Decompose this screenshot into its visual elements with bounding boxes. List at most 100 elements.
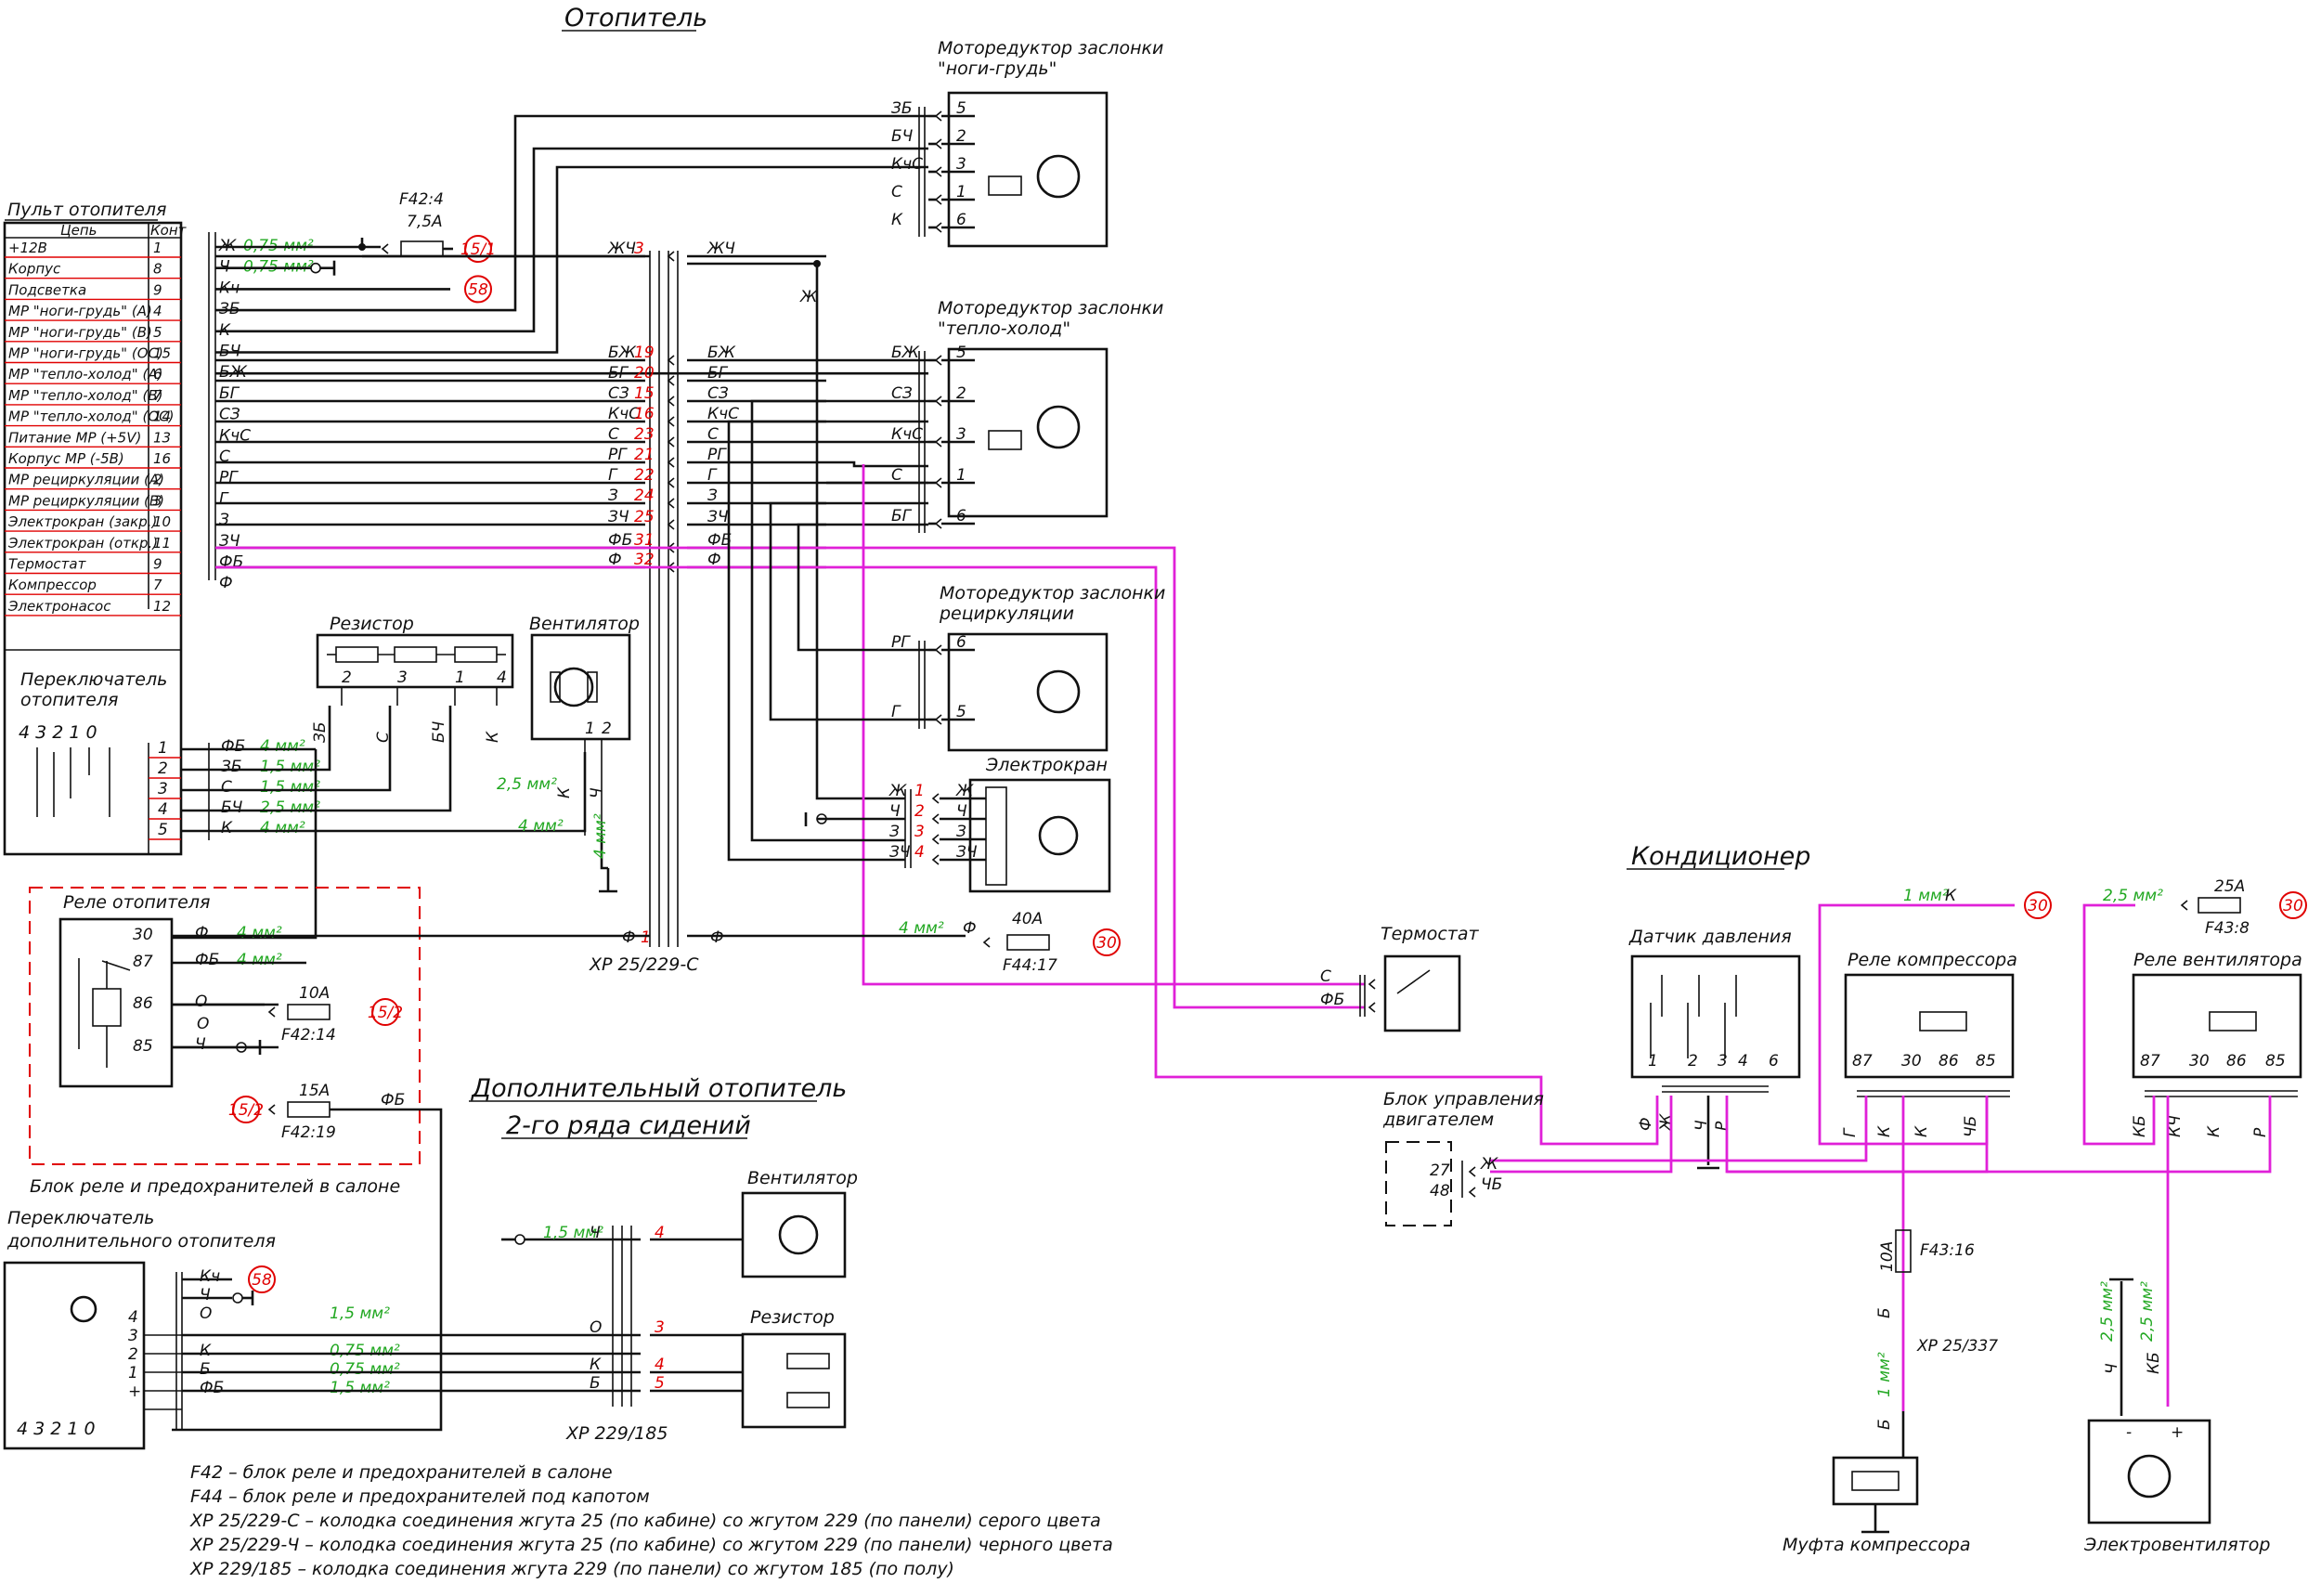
switch-wire: ЗБ [221, 758, 242, 776]
fuse-rating: 10А [1878, 1241, 1897, 1272]
connector-wire-left: ЗЧ [608, 508, 629, 526]
panel-row-contact: 9 [153, 281, 162, 298]
relay-fan-title: Реле вентилятора [2133, 950, 2302, 970]
aux-switch-wire: Кч [200, 1267, 220, 1286]
panel-row-contact: 4 [153, 303, 162, 319]
aux-wire: К [590, 1356, 602, 1374]
panel-row-circuit: Электрокран (закр.) [7, 513, 157, 530]
mr-wire: КчС [891, 425, 923, 444]
relay-comp-pin: 86 [1938, 1052, 1959, 1070]
connector-wire-left: Ф [608, 551, 622, 569]
connector-wire-left: КчС [608, 405, 640, 423]
resistor-pin: 1 [455, 668, 465, 687]
aux-switch-wire: ФБ [200, 1379, 224, 1397]
title-heater: Отопитель [564, 4, 707, 32]
relay-size: 4 мм² [237, 951, 282, 969]
connector-pin: 31 [634, 531, 655, 550]
mr-pin: 3 [956, 155, 966, 174]
panel-col-contact: Конт [150, 222, 188, 239]
aux-switch-pin: 4 [128, 1308, 138, 1327]
relay-fan-wire: КЧ [2166, 1115, 2185, 1137]
connector-pin: 19 [634, 344, 655, 362]
mr-recirc-title-1: Моторедуктор заслонки [940, 583, 1165, 603]
switch-title-2: отопителя [20, 690, 118, 710]
valve-wire-right: Ж [955, 782, 974, 800]
switch-size: 4 мм² [518, 817, 564, 836]
fuse [1006, 934, 1050, 951]
switch-pin: 3 [158, 780, 168, 798]
panel-wire-label: З [219, 511, 229, 529]
relay-compressor-title: Реле компрессора [1848, 950, 2017, 970]
fuse-name: F43:8 [2205, 919, 2250, 938]
section-label: 15/2 [228, 1101, 264, 1120]
panel-row-circuit: МР рециркуляции (А) [8, 472, 164, 488]
connector-wire-right: БГ [707, 364, 729, 383]
panel-row-circuit: МР "тепло-холод" (В) [8, 387, 162, 404]
wire-size: 1 мм² [1875, 1352, 1894, 1397]
switch-pin: 2 [158, 759, 168, 778]
valve-wire: Ж [888, 782, 907, 800]
switch-pin: 4 [158, 800, 168, 819]
connector-wire-left: БЖ [608, 344, 637, 362]
mr-wire: КчС [891, 155, 923, 174]
pressure-pin: 1 [1648, 1052, 1658, 1070]
resistor-pin: 2 [342, 668, 352, 687]
ecu-title-2: двигателем [1382, 1109, 1494, 1130]
panel-row-circuit: МР "тепло-холод" (А) [8, 366, 162, 383]
heater-relay-title: Реле отопителя [63, 892, 210, 913]
fan-wire: К [555, 786, 574, 798]
relay-fan-pin: 30 [2189, 1052, 2210, 1070]
relay-wire: ФБ [195, 951, 219, 969]
efan-terminal: - [2126, 1423, 2132, 1442]
panel-row-contact: 3 [153, 492, 162, 509]
switch-size: 4 мм² [260, 737, 305, 756]
resistor-wire: С [374, 732, 393, 743]
pressure-pin: 3 [1718, 1052, 1728, 1070]
connector-wire-left: С [608, 425, 619, 444]
connector-pin: 21 [634, 446, 655, 464]
wire-label: Б [1875, 1419, 1894, 1430]
switch-size: 4 мм² [260, 819, 305, 837]
wire-size: 2,5 мм² [497, 775, 557, 794]
connector-wire-right: Ф [707, 551, 721, 569]
connector-wire-right: Г [707, 466, 718, 485]
connector-wire-left: З [608, 487, 618, 505]
panel-wire-label: БГ [219, 384, 240, 403]
mr-pin: 5 [956, 703, 966, 721]
ecu-title-1: Блок управления [1383, 1089, 1544, 1109]
mr-wire: ЗБ [891, 99, 913, 118]
aux-fan: Вентилятор [741, 1168, 858, 1278]
pressure-wire: Ч [1692, 1120, 1711, 1131]
relay-comp-pin: 30 [1901, 1052, 1922, 1070]
wire-size: 4 мм² [899, 919, 944, 938]
mr-wire: БГ [891, 507, 913, 526]
aux-switch-wire: Б [200, 1360, 211, 1379]
thermostat-wire: ФБ [1320, 991, 1344, 1009]
pressure-wire: Р [1713, 1121, 1731, 1131]
panel-row-circuit: Корпус [8, 261, 61, 278]
connector-wire-right: Ф [710, 928, 724, 947]
aux-wire: Б [590, 1374, 601, 1393]
valve-pin: 1 [914, 782, 925, 800]
thermostat: Термостат СФБ [1320, 924, 1479, 1032]
relay-comp-wire: ЧБ [1962, 1116, 1980, 1137]
legend-line: ХР 25/229-С – колодка соединения жгута 2… [189, 1511, 1101, 1531]
relay-comp-pin: 85 [1976, 1052, 1996, 1070]
compressor-clutch: Муфта компрессора [1783, 1456, 1970, 1555]
wire-size: 4 мм² [591, 813, 610, 859]
panel-wire-label: СЗ [219, 406, 240, 424]
panel-row-circuit: Компрессор [8, 577, 97, 593]
connector-pin: 25 [634, 508, 655, 526]
aux-switch-size: 0,75 мм² [330, 1342, 400, 1360]
connector-pin: 22 [634, 466, 655, 485]
aux-resistor-title: Резистор [750, 1307, 835, 1328]
pressure-sensor-title: Датчик давления [1628, 927, 1792, 947]
